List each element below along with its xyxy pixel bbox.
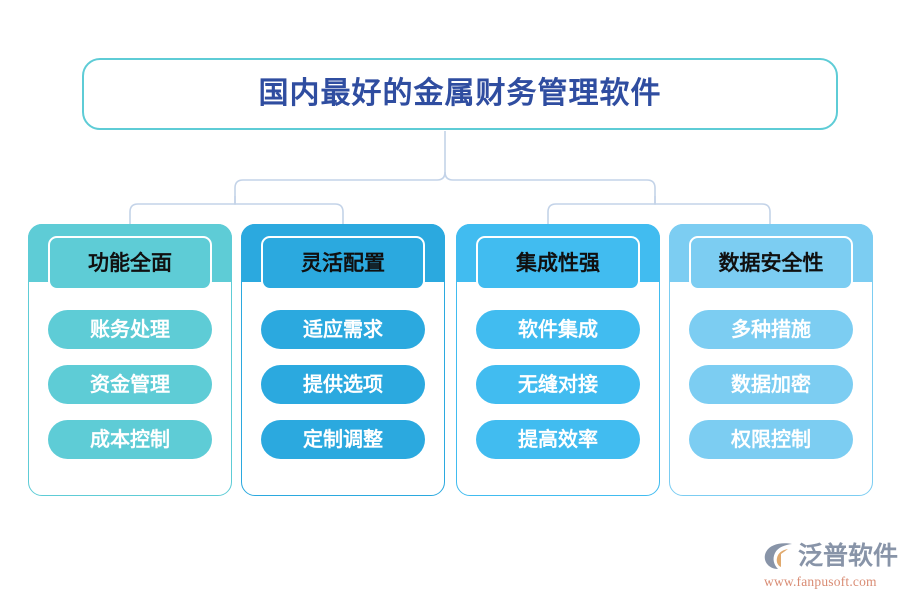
list-item-label: 提供选项 (303, 373, 383, 396)
list-item-label: 多种措施 (731, 318, 811, 341)
list-item-label: 账务处理 (90, 318, 170, 341)
column-header-label: 灵活配置 (301, 250, 385, 275)
column-header-label: 数据安全性 (718, 250, 824, 275)
list-item[interactable]: 账务处理 (48, 310, 212, 349)
list-item[interactable]: 成本控制 (48, 420, 212, 459)
column-flexible-configuration: 灵活配置 适应需求 提供选项 定制调整 (241, 224, 445, 496)
list-item-label: 软件集成 (518, 318, 598, 341)
page-title: 国内最好的金属财务管理软件 (258, 77, 662, 110)
list-item-label: 权限控制 (731, 428, 811, 451)
list-item[interactable]: 软件集成 (476, 310, 640, 349)
column-item-list: 多种措施 数据加密 权限控制 (689, 310, 853, 475)
column-functional-coverage: 功能全面 账务处理 资金管理 成本控制 (28, 224, 232, 496)
logo-row: 泛普软件 (762, 540, 898, 572)
column-header-badge[interactable]: 灵活配置 (261, 236, 425, 290)
column-item-list: 账务处理 资金管理 成本控制 (48, 310, 212, 475)
list-item-label: 无缝对接 (518, 373, 598, 396)
column-header-badge[interactable]: 集成性强 (476, 236, 640, 290)
list-item[interactable]: 多种措施 (689, 310, 853, 349)
title-box: 国内最好的金属财务管理软件 (82, 58, 838, 130)
list-item[interactable]: 定制调整 (261, 420, 425, 459)
fanpu-logo-icon (764, 543, 792, 569)
list-item[interactable]: 资金管理 (48, 365, 212, 404)
column-item-list: 软件集成 无缝对接 提高效率 (476, 310, 640, 475)
logo-name: 泛普软件 (798, 542, 899, 570)
list-item-label: 成本控制 (90, 428, 170, 451)
column-integration-strength: 集成性强 软件集成 无缝对接 提高效率 (456, 224, 660, 496)
list-item[interactable]: 提供选项 (261, 365, 425, 404)
list-item[interactable]: 提高效率 (476, 420, 640, 459)
column-header-label: 功能全面 (88, 250, 172, 275)
column-header-badge[interactable]: 功能全面 (48, 236, 212, 290)
list-item-label: 适应需求 (303, 318, 383, 341)
list-item-label: 资金管理 (90, 373, 170, 396)
watermark-logo: 泛普软件 www.fanpusoft.com (762, 540, 898, 592)
logo-url: www.fanpusoft.com (764, 574, 877, 589)
list-item[interactable]: 权限控制 (689, 420, 853, 459)
list-item[interactable]: 适应需求 (261, 310, 425, 349)
column-header-badge[interactable]: 数据安全性 (689, 236, 853, 290)
list-item-label: 提高效率 (518, 428, 598, 451)
column-data-security: 数据安全性 多种措施 数据加密 权限控制 (669, 224, 873, 496)
list-item-label: 定制调整 (303, 428, 383, 451)
list-item-label: 数据加密 (731, 373, 811, 396)
column-header-label: 集成性强 (516, 250, 600, 275)
column-item-list: 适应需求 提供选项 定制调整 (261, 310, 425, 475)
list-item[interactable]: 无缝对接 (476, 365, 640, 404)
list-item[interactable]: 数据加密 (689, 365, 853, 404)
